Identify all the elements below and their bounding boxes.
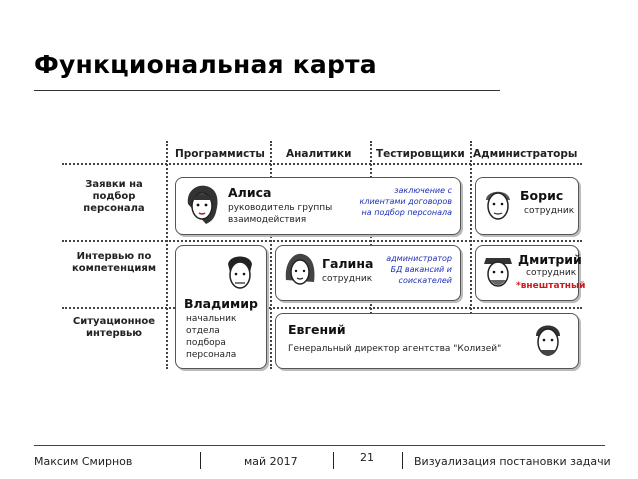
row-header-requests: Заявки на подбор персонала [64, 179, 164, 215]
responsibility-note-line: заключение с [394, 186, 452, 197]
grid-vline [166, 141, 168, 369]
person-role-line: персонала [186, 350, 236, 362]
footer-date: май 2017 [244, 455, 298, 468]
person-name: Борис [520, 188, 563, 203]
person-name: Евгений [288, 322, 346, 337]
card-evgeny: Евгений Генеральный директор агентства "… [275, 313, 579, 369]
card-alisa: Алиса руководитель группы взаимодействия… [175, 177, 461, 235]
person-role-line: подбора [186, 338, 226, 350]
responsibility-note-line: администратор [386, 254, 452, 265]
person-role-line: сотрудник [524, 206, 574, 218]
card-vladimir: Владимир начальник отдела подбора персон… [175, 245, 267, 369]
footer-author: Максим Смирнов [34, 455, 132, 468]
row-header-situational-interview: Ситуационное интервью [64, 316, 164, 340]
footer-separator [402, 452, 403, 469]
woman-portrait-icon [182, 182, 222, 228]
man-portrait-icon [528, 318, 568, 364]
freelance-tag: *внештатный [516, 281, 585, 293]
person-role-line: начальник [186, 314, 236, 326]
column-header-admins: Администраторы [473, 148, 577, 160]
grid-hline [62, 240, 582, 242]
functional-map-diagram: Программисты Аналитики Тестировщики Адми… [62, 133, 582, 375]
responsibility-note-line: на подбор персонала [362, 208, 452, 219]
person-role-line: сотрудник [526, 268, 576, 280]
column-header-testers: Тестировщики [376, 148, 465, 160]
woman-portrait-icon [282, 250, 318, 294]
footer-page-number: 21 [360, 451, 374, 464]
man-portrait-icon [220, 250, 260, 296]
person-role-line: сотрудник [322, 274, 372, 286]
card-boris: Борис сотрудник [475, 177, 579, 235]
person-name: Дмитрий [518, 252, 582, 267]
grid-hline [62, 163, 582, 165]
responsibility-note-line: соискателей [399, 276, 452, 287]
man-portrait-icon [480, 184, 516, 228]
person-name: Галина [322, 256, 373, 271]
person-name: Владимир [184, 296, 258, 311]
footer-separator [333, 452, 334, 469]
column-header-analysts: Аналитики [286, 148, 351, 160]
slide-title: Функциональная карта [34, 50, 377, 79]
footer-rule [34, 445, 605, 446]
title-underline [34, 90, 500, 91]
person-role-line: взаимодействия [228, 215, 306, 227]
person-name: Алиса [228, 185, 271, 200]
row-header-competency-interview: Интервью по компетенциям [64, 251, 164, 275]
footer-separator [200, 452, 201, 469]
card-galina: Галина сотрудник администратор БД ваканс… [275, 245, 461, 301]
person-role-line: Генеральный директор агентства "Колизей" [288, 344, 501, 356]
column-header-programmers: Программисты [175, 148, 265, 160]
responsibility-note-line: БД вакансий и [391, 265, 452, 276]
footer-topic: Визуализация постановки задачи [414, 455, 611, 468]
person-role-line: руководитель группы [228, 203, 332, 215]
card-dmitry: Дмитрий сотрудник *внештатный [475, 245, 579, 301]
responsibility-note-line: клиентами договоров [360, 197, 452, 208]
grid-vline [270, 141, 272, 369]
grid-hline [62, 307, 582, 309]
man-portrait-icon [480, 250, 516, 294]
person-role-line: отдела [186, 326, 220, 338]
